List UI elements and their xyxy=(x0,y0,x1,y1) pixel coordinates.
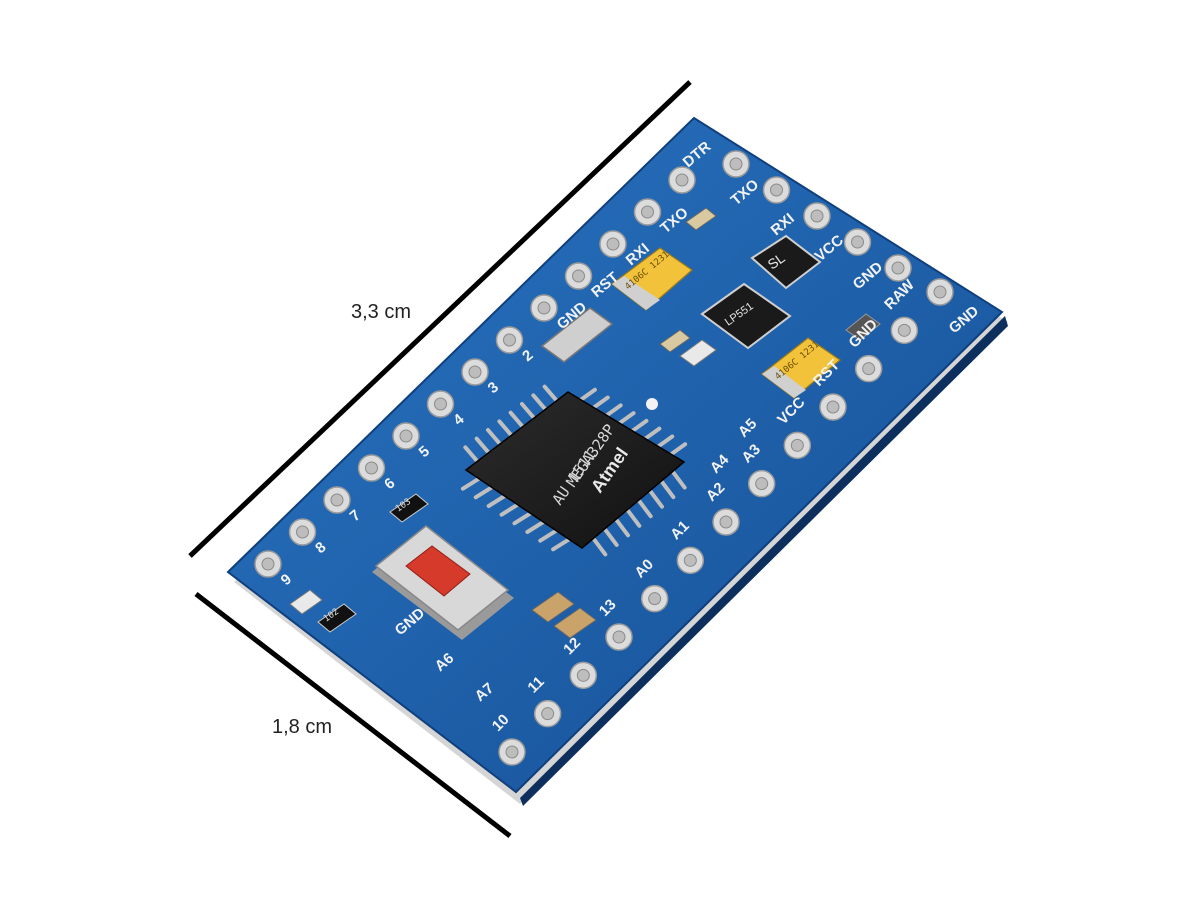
chip-leg xyxy=(614,517,630,538)
chip-leg xyxy=(486,428,502,446)
smd-component-2 xyxy=(685,207,717,231)
chip-leg xyxy=(486,494,507,508)
pin-pad xyxy=(530,294,558,322)
pin-pad xyxy=(747,469,776,498)
chip-leg xyxy=(499,502,520,517)
microcontroller-chip: Atmel MEGA328P AU 1511 xyxy=(460,384,688,557)
pin-pad xyxy=(288,518,317,546)
led-power xyxy=(679,339,717,367)
pin-pad xyxy=(357,454,386,482)
pin-pad xyxy=(854,354,883,383)
chip-leg xyxy=(604,403,623,418)
pin-pad xyxy=(498,738,526,766)
chip-leg xyxy=(578,387,597,402)
pin-pad xyxy=(254,550,282,578)
chip-body xyxy=(464,391,686,549)
chip-leg xyxy=(551,537,572,552)
smd-component-4 xyxy=(531,591,575,623)
chip-pin1-dot xyxy=(646,398,658,410)
pin-pad xyxy=(564,262,593,290)
pin-pad xyxy=(668,166,696,194)
chip-legs xyxy=(460,384,688,557)
pin-pad xyxy=(843,228,872,256)
chip-leg xyxy=(520,402,536,420)
pin-pad xyxy=(533,699,562,728)
chip-leg xyxy=(591,395,610,410)
pin-pads-side-b xyxy=(498,278,954,766)
pin-pads-side-a xyxy=(254,166,696,578)
pin-pad xyxy=(722,150,750,178)
chip-leg xyxy=(460,476,481,491)
width-dimension-line xyxy=(194,592,512,838)
chip-leg xyxy=(538,528,559,543)
chip-leg xyxy=(474,436,491,455)
length-dimension-line xyxy=(188,80,692,558)
chip-leg xyxy=(463,445,480,464)
pin-pad xyxy=(819,393,847,421)
width-label: 1,8 cm xyxy=(272,716,333,738)
resistor-102: 102 xyxy=(317,603,357,633)
chip-leg xyxy=(648,488,664,509)
crystal-resonator xyxy=(540,307,614,363)
smd-component-3 xyxy=(845,313,881,341)
chip-leg xyxy=(625,507,642,528)
chip-leg xyxy=(531,393,548,412)
chip-leg xyxy=(630,418,649,433)
voltage-regulator-top: SL xyxy=(750,234,822,290)
chip-leg xyxy=(643,426,662,441)
chip-leg xyxy=(497,419,514,438)
chip-leg xyxy=(656,434,675,449)
chip-leg xyxy=(591,536,608,557)
chip-leg xyxy=(602,526,619,547)
chip-leg xyxy=(473,485,494,500)
pin-pad xyxy=(599,230,627,258)
chip-leg xyxy=(669,442,688,457)
pin-pad xyxy=(495,326,524,354)
pin-pad xyxy=(633,198,662,226)
led-status xyxy=(289,589,323,615)
pin-pads-end xyxy=(722,150,912,282)
pin-pad xyxy=(605,623,633,651)
pin-pad xyxy=(762,176,791,204)
pin-pad xyxy=(926,278,954,306)
chip-leg xyxy=(659,479,676,500)
chip-leg xyxy=(512,511,533,526)
pin-pad xyxy=(392,422,420,450)
tantalum-capacitor-2: 4106C 1231 xyxy=(761,337,841,399)
pin-pad xyxy=(890,316,919,345)
pin-pad xyxy=(323,486,351,514)
chip-leg xyxy=(525,520,546,534)
chip-leg xyxy=(670,469,687,490)
pin-pad xyxy=(426,390,455,418)
pcb-edge-dark xyxy=(520,316,1008,806)
chip-leg xyxy=(542,384,559,403)
pin-pad xyxy=(569,661,598,690)
reset-button-cap xyxy=(405,545,471,597)
pin-pad xyxy=(676,546,705,575)
pin-pad xyxy=(461,358,489,386)
smd-component-5 xyxy=(553,607,597,639)
pin-pad xyxy=(803,202,831,230)
length-label: 3,3 cm xyxy=(351,301,412,323)
voltage-regulator-bottom: LP551 xyxy=(700,282,792,350)
pin-pad xyxy=(640,584,669,613)
chip-leg xyxy=(617,411,636,426)
pin-pad xyxy=(783,431,812,460)
pin-pad xyxy=(712,508,740,536)
reset-button xyxy=(372,525,514,640)
chip-leg xyxy=(508,410,525,429)
smd-component-1 xyxy=(659,329,691,353)
pin-pad xyxy=(884,254,912,282)
chip-leg xyxy=(636,498,653,519)
